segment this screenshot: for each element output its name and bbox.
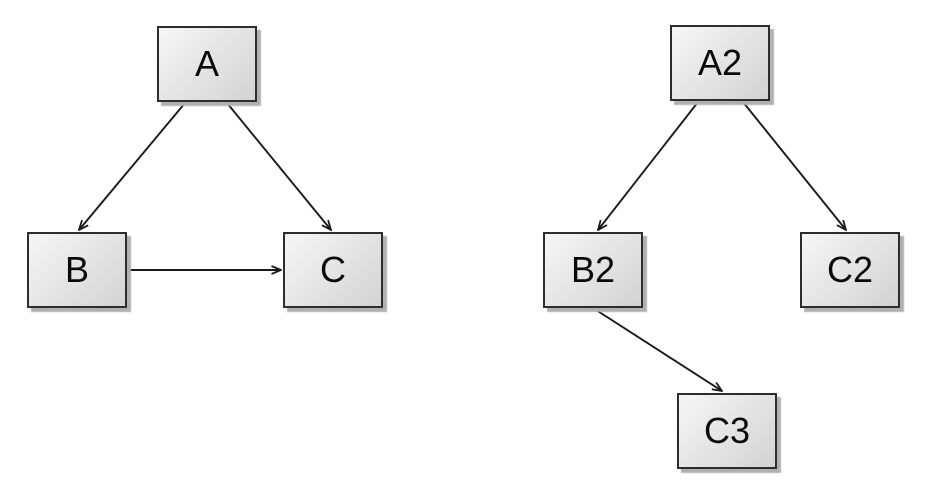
node-c3-label: C3	[703, 410, 751, 451]
edge-a2-to-c2	[742, 101, 846, 230]
node-b2: B2	[543, 232, 643, 308]
node-c3: C3	[677, 393, 777, 469]
edge-a-to-c	[226, 102, 331, 230]
node-c-label: C	[320, 249, 346, 290]
node-c: C	[283, 232, 383, 308]
node-a2: A2	[670, 25, 770, 101]
node-a2-label: A2	[697, 42, 743, 83]
node-a: A	[157, 26, 257, 102]
edge-b2-to-c3	[592, 307, 722, 391]
node-a-label: A	[194, 43, 219, 84]
node-c2: C2	[800, 232, 900, 308]
node-b-label: B	[64, 249, 89, 290]
node-c2-label: C2	[826, 249, 874, 290]
node-b: B	[27, 232, 127, 308]
edge-a-to-b	[79, 102, 186, 230]
node-b2-label: B2	[570, 249, 616, 290]
edge-a2-to-b2	[598, 101, 699, 230]
